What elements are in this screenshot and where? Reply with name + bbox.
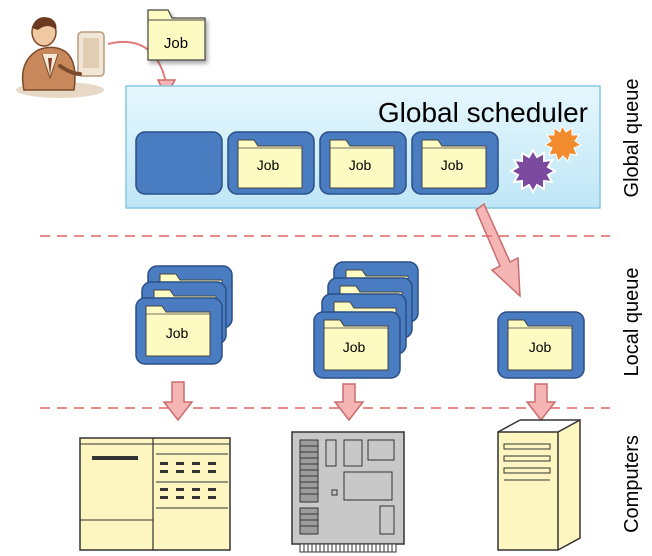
local-queue-stack-3 [497,311,585,379]
incoming-job-folder [147,9,206,61]
global-queue-label: Global queue [621,79,643,198]
down-arrow [162,381,194,422]
local-queue-2-job-label: Job [343,339,366,355]
down-arrow [525,383,557,422]
queue-slot-job-label: Job [349,157,372,173]
queue-slot-job-label: Job [441,157,464,173]
computers-label: Computers [621,435,643,533]
queue-slot-job [227,131,315,195]
dispatch-arrow [475,202,521,298]
user-at-computer-icon [16,17,105,98]
queue-slot-job-label: Job [257,157,280,173]
local-queue-stack-1 [135,265,233,365]
queue-slot-empty [135,131,223,195]
down-arrow [333,383,365,422]
mainframe-computer-icon [79,437,231,551]
purple-gear-icon [508,147,558,195]
local-queue-label: Local queue [621,268,643,377]
tower-computer-icon [497,418,581,551]
local-queue-1-job-label: Job [166,325,189,341]
server-rack-icon [291,431,405,553]
local-queue-3-job-label: Job [529,339,552,355]
local-queue-stack-2 [313,261,419,379]
queue-slot-job [411,131,499,195]
orange-gear-icon [543,124,583,162]
global-scheduler-title: Global scheduler [378,97,588,128]
incoming-job-label: Job [164,35,188,52]
queue-slot-job [319,131,407,195]
